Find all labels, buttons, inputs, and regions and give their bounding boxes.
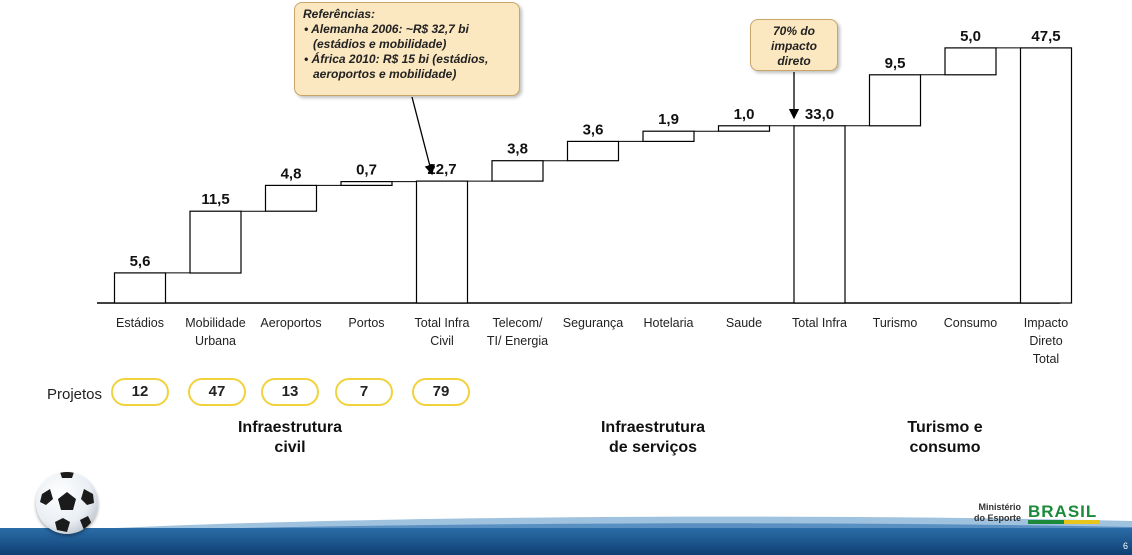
category-label-1-line-0: Mobilidade (185, 316, 246, 330)
category-label-12-line-1: Direto (1029, 334, 1062, 348)
category-label-5-line-1: TI/ Energia (487, 334, 548, 348)
section-label-infra-servicos-line-1: Infraestrutura (600, 419, 706, 436)
value-label-9: 33,0 (805, 106, 834, 123)
section-label-turismo-consumo: Turismo e consumo (880, 418, 1010, 458)
category-label-1-line-1: Urbana (195, 334, 236, 348)
value-label-0: 5,6 (130, 253, 151, 270)
references-pointer-arrow (411, 96, 435, 176)
bar-12 (1019, 47, 1073, 304)
soccer-ball-icon (36, 472, 98, 534)
value-label-1: 11,5 (201, 191, 229, 208)
impact-callout-line-1: 70% do (772, 24, 815, 38)
value-label-10: 9,5 (885, 55, 906, 72)
category-label-5-line-0: Telecom/ (492, 316, 543, 330)
category-label-4-line-1: Civil (430, 334, 454, 348)
projects-count-total-infra-civil: 79 (412, 378, 470, 406)
bar-6 (566, 140, 620, 162)
value-label-6: 3,6 (583, 121, 604, 138)
value-label-3: 0,7 (356, 162, 377, 179)
brasil-flag-logo: BRASIL (1026, 500, 1102, 526)
category-label-2: Aeroportos (260, 316, 321, 330)
brasil-logo-text: BRASIL (1028, 502, 1097, 521)
projects-count-mobilidade: 47 (188, 378, 246, 406)
bar-0 (113, 272, 167, 304)
category-label-11: Consumo (944, 316, 998, 330)
reference-item-south-africa: África 2010: R$ 15 bi (estádios, aeropor… (312, 52, 511, 82)
impact-callout: 70% do impacto direto (750, 19, 838, 71)
category-label-6: Segurança (563, 316, 624, 330)
bar-7 (642, 130, 695, 142)
bar-5 (491, 160, 544, 182)
bar-1 (189, 210, 242, 274)
projects-count-estadios: 12 (111, 378, 169, 406)
category-label-3: Portos (348, 316, 384, 330)
ministry-line-1: Ministério (978, 502, 1021, 512)
category-label-12-line-2: Total (1033, 352, 1059, 366)
category-label-10: Turismo (873, 316, 918, 330)
bar-8 (717, 125, 771, 132)
bar-4 (415, 180, 469, 304)
category-label-8: Saude (726, 316, 762, 330)
ministry-line-2: do Esporte (973, 513, 1021, 523)
value-label-11: 5,0 (960, 28, 981, 45)
references-title: Referências: (303, 7, 376, 21)
footer-band (0, 528, 1132, 555)
section-label-turismo-consumo-line-1: Turismo e (907, 419, 983, 436)
bar-11 (944, 47, 997, 76)
references-list: Alemanha 2006: ~R$ 32,7 bi (estádios e m… (303, 22, 511, 82)
bar-10 (868, 74, 922, 127)
category-label-7: Hotelaria (643, 316, 693, 330)
bar-9 (793, 125, 846, 304)
section-label-infra-servicos-line-2: de serviços (608, 439, 698, 456)
section-label-infra-civil: Infraestrutura civil (215, 418, 365, 458)
section-label-turismo-consumo-line-2: consumo (909, 439, 981, 456)
value-label-8: 1,0 (734, 106, 755, 123)
value-label-7: 1,9 (658, 111, 679, 128)
section-label-infra-civil-line-2: civil (274, 439, 306, 456)
bar-3 (340, 181, 393, 187)
value-label-5: 3,8 (507, 141, 528, 158)
value-label-2: 4,8 (281, 165, 302, 182)
category-label-0: Estádios (116, 316, 164, 330)
category-label-12-line-0: Impacto (1024, 316, 1069, 330)
value-label-4: 22,7 (427, 161, 456, 178)
category-label-9: Total Infra (792, 316, 847, 330)
projects-count-portos: 7 (335, 378, 393, 406)
impact-callout-line-2: impacto (770, 39, 817, 53)
bar-2 (264, 184, 318, 212)
projects-label: Projetos (47, 386, 103, 403)
impact-callout-line-3: direto (777, 54, 811, 68)
section-label-infra-civil-line-1: Infraestrutura (237, 419, 343, 436)
ministry-label: Ministério do Esporte (963, 502, 1021, 524)
category-label-4-line-0: Total Infra (415, 316, 470, 330)
section-label-infra-servicos: Infraestrutura de serviços (578, 418, 728, 458)
value-label-12: 47,5 (1031, 28, 1060, 45)
references-callout: Referências: Alemanha 2006: ~R$ 32,7 bi … (294, 2, 520, 96)
reference-item-germany: Alemanha 2006: ~R$ 32,7 bi (estádios e m… (311, 22, 511, 52)
projects-count-aeroportos: 13 (261, 378, 319, 406)
page-number: 6 (1122, 541, 1128, 551)
